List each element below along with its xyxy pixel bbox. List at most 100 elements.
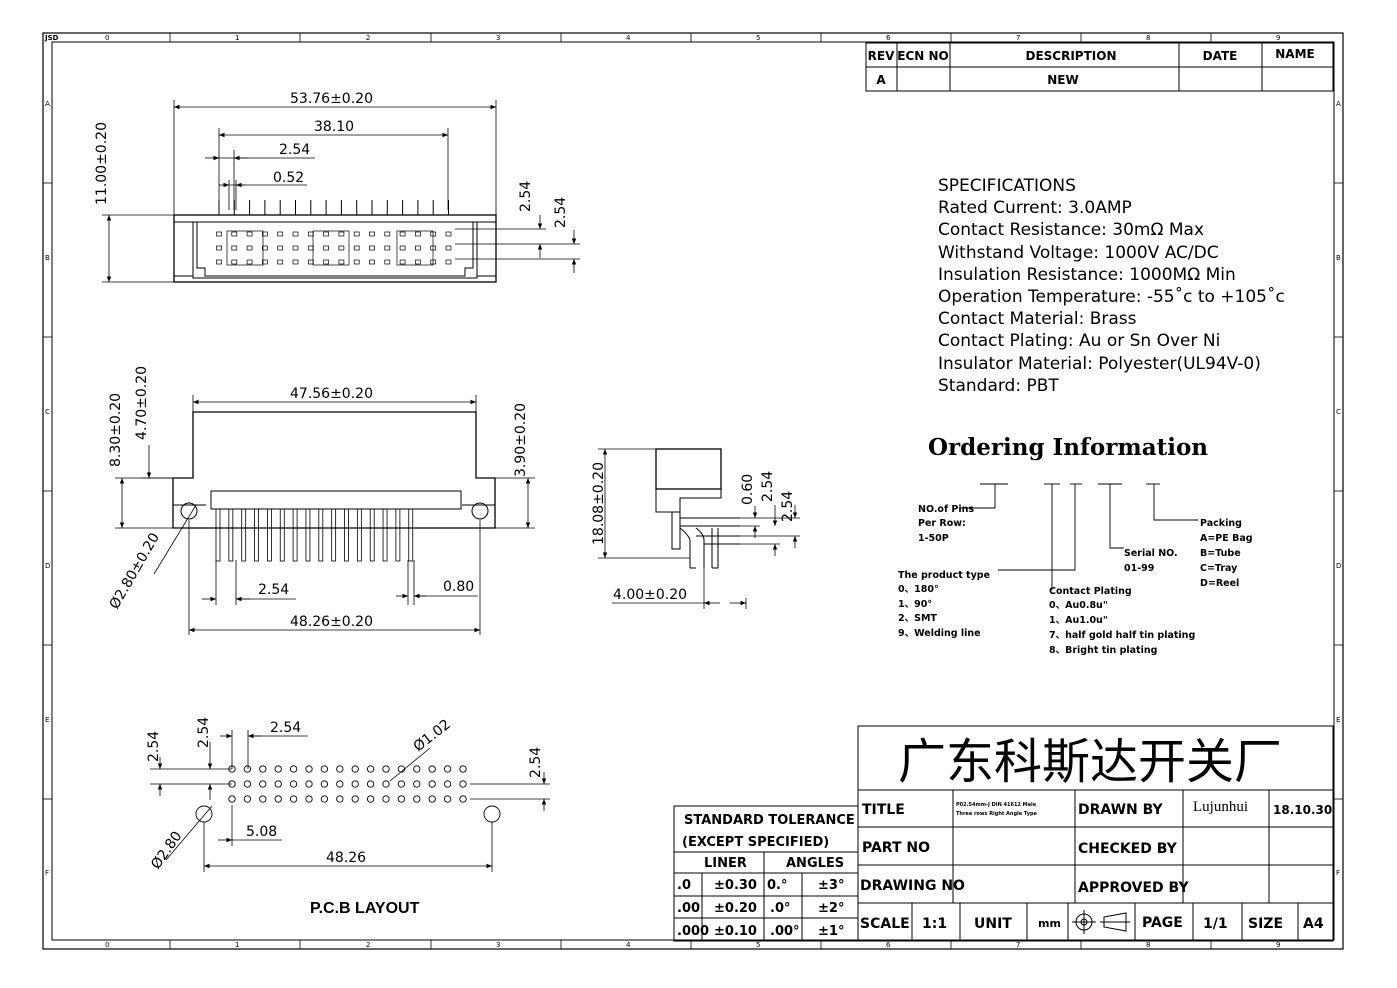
top-contact (277, 245, 284, 251)
dim-top-pin: 0.52 (273, 170, 304, 186)
order-packing-0: Packing (1200, 518, 1242, 529)
pcb-hole (459, 795, 467, 803)
pcb-hole (243, 765, 252, 773)
order-pins-2: 1-50P (918, 533, 949, 544)
top-contact (262, 259, 268, 265)
spec-line-5: Operation Temperature: -55˚c to +105˚c (938, 287, 1285, 307)
top-contact (323, 259, 329, 265)
pcb-layout-view (195, 765, 501, 823)
spec-line-2: Contact Resistance: 30mΩ Max (938, 220, 1205, 240)
top-contact (216, 259, 222, 265)
order-serial-1: 01-99 (1124, 563, 1154, 574)
date-header: DATE (1203, 49, 1238, 63)
frame-row-label: A (1336, 100, 1341, 108)
pcb-hole (274, 780, 282, 788)
drawn-date: 18.10.30 (1273, 803, 1332, 817)
top-contact (277, 231, 284, 237)
pcb-hole (336, 780, 344, 788)
dim-pcb-pitch: 2.54 (270, 720, 301, 736)
pcb-hole (351, 765, 359, 773)
rev-value: A (876, 73, 886, 87)
tol-r2c3: .0° (770, 901, 790, 916)
frame-col-label: 6 (886, 941, 891, 949)
pcb-hole (336, 765, 344, 773)
checked-label: CHECKED BY (1078, 841, 1178, 857)
top-contact (384, 231, 391, 237)
order-type-3: 2、SMT (898, 613, 937, 624)
tol-angles: ANGLES (786, 856, 844, 871)
scale-label: SCALE (860, 916, 910, 932)
pcb-hole (305, 780, 313, 788)
frame-col-label: 5 (756, 941, 760, 949)
pcb-hole (351, 795, 359, 803)
top-contact (323, 231, 329, 237)
pcb-hole (289, 795, 298, 803)
size-value: A4 (1303, 916, 1324, 932)
pcb-hole (228, 795, 236, 803)
top-contact (445, 231, 452, 237)
tol-r3c1: .000 (677, 924, 709, 939)
top-contact (307, 231, 314, 237)
tol-r2c2: ±0.20 (714, 901, 757, 916)
dim-pcb-mount: Ø2.80 (148, 829, 185, 873)
dim-top-pitch-span: 38.10 (314, 119, 354, 135)
tol-title-1: STANDARD TOLERANCE (684, 813, 855, 828)
pcb-hole (305, 765, 313, 773)
top-contact (246, 231, 253, 237)
pcb-hole (397, 795, 406, 803)
top-contact (216, 231, 222, 237)
top-contact (246, 259, 253, 265)
pcb-hole (320, 795, 329, 803)
front-pin (215, 508, 221, 562)
frame-col-label: 4 (626, 941, 631, 949)
pcb-hole (289, 765, 298, 773)
projection-symbol-icon (1072, 910, 1130, 934)
pcb-hole (259, 795, 267, 803)
dim-side-d: 4.00±0.20 (613, 587, 687, 603)
ordering-title: Ordering Information (928, 434, 1208, 461)
drawn-value: Lujunhui (1193, 799, 1248, 815)
spec-line-8: Insulator Material: Polyester(UL94V-0) (938, 354, 1261, 374)
pcb-hole (459, 780, 467, 788)
top-contact (445, 259, 452, 265)
dim-top-height: 11.00±0.20 (94, 122, 110, 205)
order-type-4: 9、Welding line (898, 628, 981, 639)
top-contact (262, 245, 268, 251)
frame-col-label: 3 (496, 34, 500, 42)
order-serial-0: Serial NO. (1124, 548, 1178, 559)
dim-front-body: 47.56±0.20 (290, 386, 373, 402)
front-pin (356, 508, 362, 562)
frame-col-label: 9 (1276, 941, 1280, 949)
scale-value: 1:1 (922, 916, 947, 932)
pcb-hole (413, 780, 421, 788)
frame-row-label: C (45, 408, 50, 416)
frame-col-label: 3 (496, 941, 500, 949)
pcb-layout-title: P.C.B LAYOUT (310, 900, 420, 917)
title-block (857, 725, 1334, 942)
top-contact (353, 231, 360, 237)
order-packing-1: A=PE Bag (1200, 533, 1253, 544)
top-contact (231, 259, 238, 265)
frame-col-label: 5 (756, 34, 760, 42)
front-view-dims (115, 395, 535, 635)
pcb-hole (336, 795, 344, 803)
front-pin (241, 508, 247, 562)
pcb-hole (320, 765, 329, 773)
frame-row-label: D (1336, 562, 1341, 570)
frame-row-label: E (1336, 716, 1340, 724)
pcb-hole (443, 780, 452, 788)
tol-r3c2: ±0.10 (714, 924, 757, 939)
top-contact (415, 245, 421, 251)
dim-top-row-pitch-a: 2.54 (518, 181, 534, 212)
title-label: TITLE (862, 802, 905, 818)
front-pin (344, 508, 349, 562)
tol-r1c3: 0.° (767, 878, 787, 893)
frame-row-label: C (1336, 408, 1341, 416)
top-contact (384, 259, 391, 265)
front-pin (369, 508, 375, 562)
order-packing-4: D=Reel (1200, 578, 1239, 589)
dim-side-c: 2.54 (780, 491, 796, 522)
front-pin (305, 508, 311, 562)
